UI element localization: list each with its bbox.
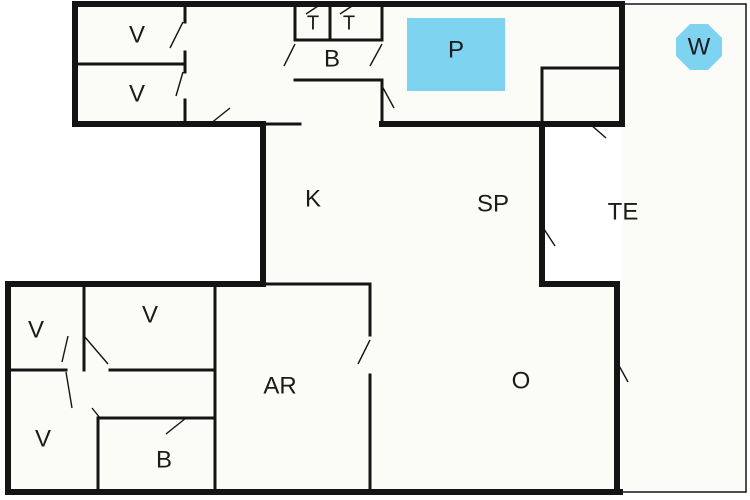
terrace-outline [617, 3, 747, 493]
door-v-left-2 [83, 335, 109, 365]
room-label-v-top-2: V [129, 80, 145, 107]
room-label-t-1: T [307, 12, 319, 34]
room-label-w: W [688, 33, 711, 60]
room-label-t-2: T [343, 12, 355, 34]
door-entrance [209, 107, 231, 125]
door-t-1 [305, 5, 319, 15]
door-v-top-2 [175, 71, 184, 97]
interior-walls [6, 2, 624, 494]
room-label-p: P [448, 36, 464, 63]
room-label-v-top-1: V [129, 21, 145, 48]
door-te-top [589, 123, 607, 139]
pool-icon [407, 18, 505, 91]
door-t-2 [339, 5, 353, 15]
room-label-v-left-2: V [142, 301, 158, 328]
door-p [381, 85, 395, 109]
door-b-top [283, 43, 296, 67]
room-label-sp: SP [477, 190, 509, 217]
whirlpool-icon [676, 24, 722, 70]
door-v-left-1 [61, 335, 69, 363]
room-label-ar: AR [263, 372, 296, 399]
door-hall-left [91, 407, 101, 419]
door-te-side [541, 225, 556, 247]
door-v-left-3 [65, 371, 73, 409]
doors [61, 5, 629, 435]
room-label-b-bottom: B [156, 446, 172, 473]
room-label-v-left-1: V [28, 316, 44, 343]
room-labels: V V T T B P W K SP TE V V V B AR O [28, 12, 711, 473]
door-v-top-1 [169, 21, 184, 49]
door-b-top-2 [369, 43, 383, 67]
room-label-k: K [305, 185, 321, 212]
room-label-te: TE [608, 198, 639, 225]
door-ar [357, 339, 371, 365]
door-b-bottom [165, 417, 187, 435]
room-label-v-left-3: V [35, 425, 51, 452]
door-o-terrace [616, 361, 629, 383]
room-label-b-top: B [324, 45, 340, 72]
room-label-o: O [512, 367, 531, 394]
